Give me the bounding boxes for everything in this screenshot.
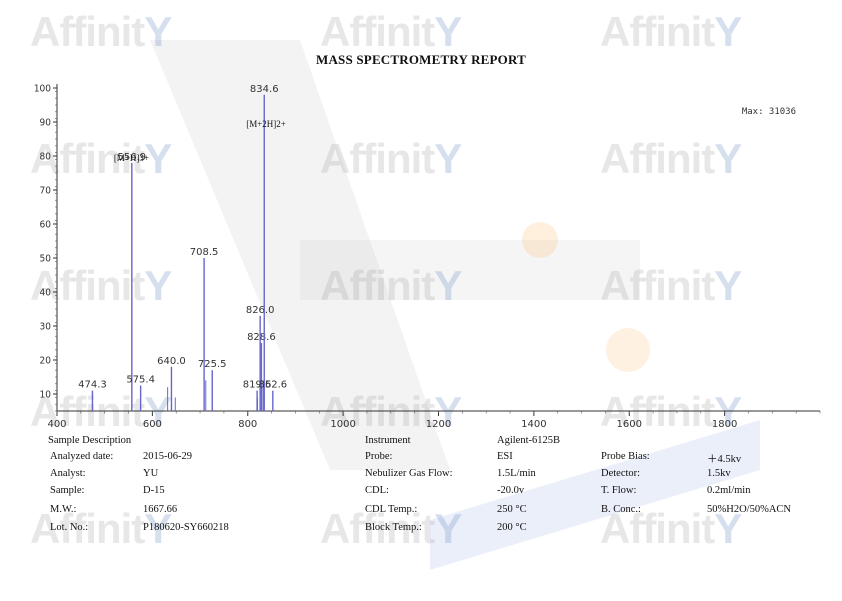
peak-label: 708.5	[190, 247, 219, 258]
ion-annotation: [M+H]3+	[114, 153, 149, 163]
peak-label: 575.4	[126, 375, 155, 386]
x-tick-label: 1600	[617, 419, 642, 430]
analyst-value: YU	[143, 468, 159, 479]
t-flow-label: T. Flow:	[601, 485, 637, 496]
peak-label: 826.0	[246, 305, 275, 316]
x-tick-label: 800	[238, 419, 257, 430]
analyst-label: Analyst:	[50, 468, 86, 479]
peak-label: 725.5	[198, 359, 227, 370]
lot-label: Lot. No.:	[50, 522, 89, 533]
cdl-temp-value: 250 °C	[497, 504, 527, 515]
y-tick-label: 10	[40, 390, 52, 401]
ion-annotation: [M+2H]2+	[246, 119, 286, 129]
y-tick-label: 50	[40, 254, 52, 265]
probe-value: ESI	[497, 451, 513, 462]
y-tick-label: 20	[40, 356, 52, 367]
mass-spectrum-chart: 10 20 30 40 50 60 70 80 90 100 400 600 800 1000 1200 14…	[34, 84, 821, 430]
mw-label: M.W.:	[50, 504, 77, 515]
cdl-temp-label: CDL Temp.:	[365, 504, 418, 515]
analyzed-date-value: 2015-06-29	[143, 451, 192, 462]
probe-bias-label: Probe Bias:	[601, 451, 650, 462]
peak-label: 828.6	[247, 332, 276, 343]
nebulizer-value: 1.5L/min	[497, 468, 536, 479]
peak-label: 852.6	[259, 380, 288, 391]
sample-heading: Sample Description	[48, 435, 132, 446]
y-tick-label: 70	[40, 186, 52, 197]
cdl-label: CDL:	[365, 485, 389, 496]
block-temp-label: Block Temp.:	[365, 522, 422, 533]
y-tick-label: 30	[40, 322, 52, 333]
x-tick-label: 1200	[426, 419, 451, 430]
x-tick-label: 600	[143, 419, 162, 430]
mw-value: 1667.66	[143, 504, 178, 515]
t-flow-value: 0.2ml/min	[707, 485, 751, 496]
y-tick-label: 40	[40, 288, 52, 299]
report-title: MASS SPECTROMETRY REPORT	[316, 52, 526, 67]
analyzed-date-label: Analyzed date:	[50, 451, 114, 462]
b-conc-value: 50%H2O/50%ACN	[707, 504, 791, 515]
max-intensity-label: Max: 31036	[742, 107, 796, 117]
b-conc-label: B. Conc.:	[601, 504, 641, 515]
y-tick-label: 100	[34, 84, 51, 95]
cdl-value: -20.0v	[497, 485, 525, 496]
peak-label: 640.0	[157, 356, 186, 367]
y-tick-label: 80	[40, 152, 52, 163]
sample-value: D-15	[143, 485, 165, 496]
x-tick-label: 1000	[330, 419, 355, 430]
y-tick-label: 90	[40, 118, 52, 129]
detector-label: Detector:	[601, 468, 641, 479]
probe-label: Probe:	[365, 451, 393, 462]
nebulizer-label: Nebulizer Gas Flow:	[365, 468, 453, 479]
peak-label: 556.9	[118, 152, 147, 163]
sample-label: Sample:	[50, 485, 85, 496]
peak-label: 819.6	[243, 380, 272, 391]
y-tick-label: 60	[40, 220, 52, 231]
peak-label: 474.3	[78, 380, 107, 391]
x-tick-label: 400	[47, 419, 66, 430]
detector-value: 1.5kv	[707, 468, 731, 479]
x-tick-label: 1400	[521, 419, 546, 430]
block-temp-value: 200 °C	[497, 522, 527, 533]
peak-label: 834.6	[250, 84, 279, 95]
probe-bias-value: ＋4.5kv	[707, 454, 742, 465]
lot-value: P180620-SY660218	[143, 522, 229, 533]
x-tick-label: 1800	[712, 419, 737, 430]
instrument-heading: Instrument	[365, 435, 411, 446]
instrument-model: Agilent-6125B	[497, 435, 560, 446]
